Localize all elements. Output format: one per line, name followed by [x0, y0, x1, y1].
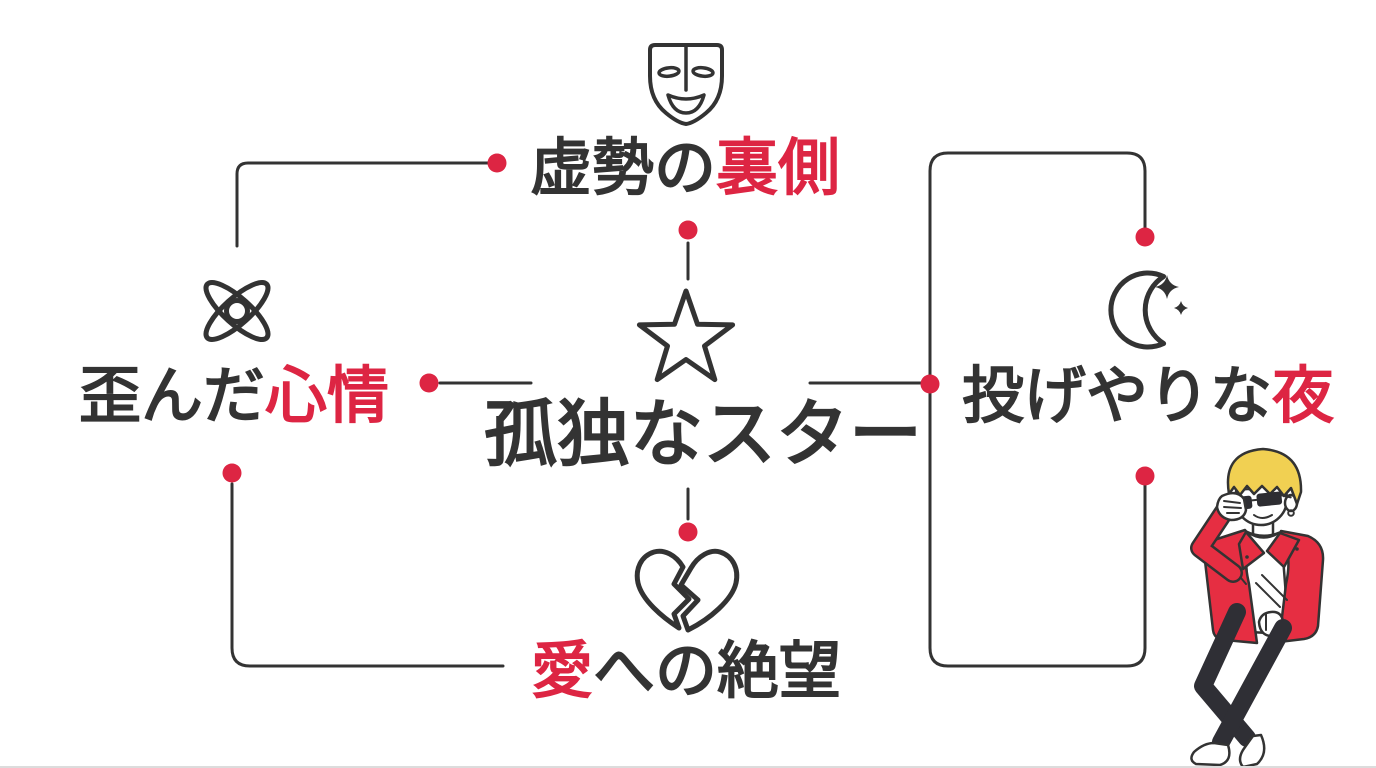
star-icon [636, 288, 736, 383]
rocker-character [1190, 447, 1325, 768]
leg [1212, 619, 1292, 751]
label-segment: 愛 [530, 637, 593, 706]
foot [1238, 733, 1266, 768]
connector-dot [1135, 466, 1155, 486]
label-top-node: 虚勢の裏側 [530, 138, 840, 200]
connector-dot [1135, 227, 1155, 247]
lapel [1237, 530, 1266, 571]
label-left-node: 歪んだ心情 [79, 366, 389, 428]
tangle-icon [203, 280, 271, 342]
label-bottom-node: 愛への絶望 [531, 641, 841, 703]
moon-icon [1108, 270, 1188, 350]
label-segment: 夜 [1272, 362, 1335, 431]
connector-dot [487, 153, 507, 173]
sparkle-icon [1155, 275, 1179, 299]
connector-bottom-left [222, 463, 505, 668]
label-segment: 歪んだ [78, 362, 265, 431]
label-center-node: 孤独なスター [484, 394, 922, 475]
connector-dot [419, 373, 439, 393]
connector-right-bracket [920, 151, 1155, 668]
zipper [1261, 574, 1288, 601]
connector-dot [678, 522, 698, 542]
mask-icon [648, 43, 724, 126]
hair [1226, 447, 1303, 506]
collar [1246, 531, 1280, 539]
connector-dot [920, 374, 940, 394]
earring [1287, 509, 1295, 517]
label-segment: への絶望 [593, 637, 842, 706]
zipper [1255, 582, 1281, 608]
label-segment: 虚勢の [529, 134, 716, 203]
connector-dot [222, 463, 242, 483]
connector-dot [678, 220, 698, 240]
connector-top-left [235, 153, 507, 248]
bottom-edge-line [0, 766, 1376, 768]
label-right-node: 投げやりな夜 [962, 366, 1334, 428]
label-segment: 心情 [265, 362, 390, 431]
connector-center-top [678, 220, 698, 281]
sparkle-icon [1174, 301, 1188, 315]
label-segment: 裏側 [716, 134, 841, 203]
connector-center-bottom [678, 487, 698, 542]
foot [1190, 741, 1231, 767]
label-segment: 投げやりな [961, 362, 1272, 431]
smirk [1253, 514, 1273, 519]
broken-heart-icon [634, 548, 740, 633]
lapel [1265, 531, 1301, 569]
connector-center-left [419, 373, 533, 393]
